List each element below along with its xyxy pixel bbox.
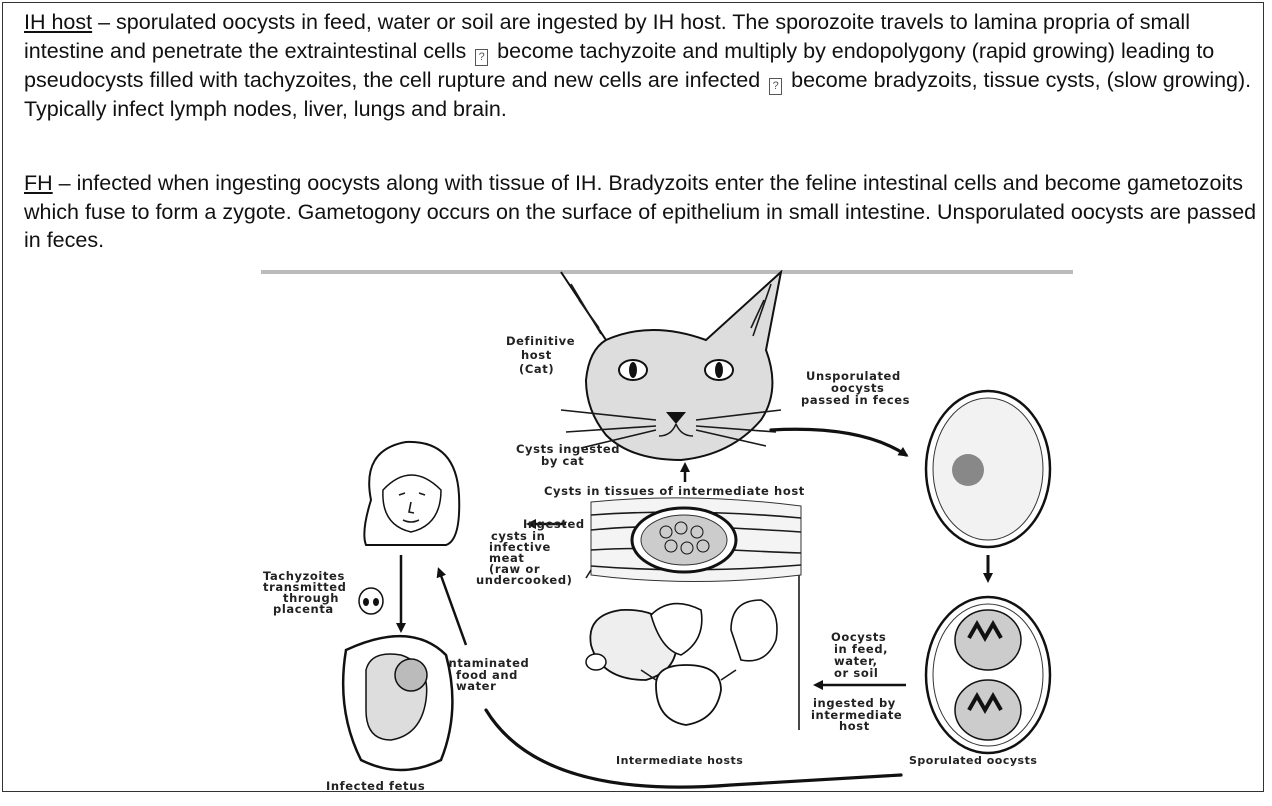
ih-host-paragraph: IH host – sporulated oocysts in feed, wa… — [24, 8, 1260, 123]
unsporulated-label-3: passed in feces — [801, 393, 910, 407]
human-head-illustration — [363, 440, 461, 546]
arrow-food-to-human — [436, 567, 468, 646]
cat-head-illustration — [560, 270, 783, 462]
ingested-cysts-label-4: meat — [489, 551, 524, 565]
missing-arrow-glyph-icon: ? — [475, 48, 489, 66]
cysts-in-tissues-label: Cysts in tissues of intermediate host — [544, 484, 805, 498]
arrow-cat-to-oocyst — [769, 427, 909, 457]
tachyzoite-cells-icon — [358, 587, 384, 615]
ih-text-part-2: become tachyzoite and multiply by endopo… — [24, 38, 1215, 92]
life-cycle-diagram: Definitive host (Cat) Unsporulated oocys… — [261, 270, 1073, 793]
unsporulated-label-2: oocysts — [831, 381, 885, 395]
ingested-by-label-3: host — [839, 719, 870, 733]
pointer-line — [585, 569, 592, 579]
ih-text-part-3: become bradyzoits, tissue cysts, (slow g… — [24, 67, 1252, 121]
ih-text-part-1: – sporulated oocysts in feed, water or s… — [24, 10, 1190, 63]
tissue-cyst-illustration — [590, 497, 802, 582]
infected-fetus-illustration — [341, 634, 454, 772]
unsporulated-label-1: Unsporulated — [806, 369, 901, 383]
tachyzoites-label-3: through — [283, 591, 339, 605]
bottom-cycle-curve — [484, 708, 903, 789]
sporulated-oocyst-illustration — [924, 595, 1052, 755]
oocysts-feed-label-1: Oocysts — [831, 630, 886, 644]
sporulated-oocysts-label: Sporulated oocysts — [909, 754, 1037, 767]
fh-text: – infected when ingesting oocysts along … — [24, 171, 1257, 252]
infected-fetus-label: Infected fetus — [326, 779, 425, 793]
oocysts-feed-label-3: water, — [834, 654, 878, 668]
missing-arrow-glyph-icon: ? — [769, 77, 783, 95]
contaminated-label-1: Contaminated — [431, 656, 529, 670]
cysts-ingested-label-2: by cat — [541, 454, 584, 468]
figure-top-rule — [261, 270, 1073, 274]
tachyzoites-label-4: placenta — [273, 602, 334, 616]
contaminated-label-3: water — [456, 679, 496, 693]
toxoplasma-life-cycle-figure: Definitive host (Cat) Unsporulated oocys… — [261, 270, 1073, 795]
tachyzoites-label-2: transmitted — [263, 580, 347, 594]
oocysts-feed-label-2: in feed, — [834, 642, 888, 656]
fh-paragraph: FH – infected when ingesting oocysts alo… — [24, 169, 1260, 255]
intermediate-hosts-illustration — [585, 599, 778, 726]
intermediate-hosts-label: Intermediate hosts — [616, 754, 743, 767]
ingested-by-label-2: intermediate — [811, 708, 902, 722]
definitive-host-label-3: (Cat) — [519, 362, 554, 376]
ih-host-term: IH host — [24, 10, 93, 34]
fh-term: FH — [24, 171, 53, 195]
definitive-host-label-1: Definitive — [506, 334, 575, 348]
ingested-cysts-label-6: undercooked) — [476, 573, 573, 587]
cysts-ingested-label-1: Cysts ingested — [516, 442, 620, 456]
unsporulated-oocyst-illustration — [924, 389, 1052, 549]
ingested-cysts-label-2: cysts in — [491, 529, 545, 543]
definitive-host-label-2: host — [521, 348, 552, 362]
ingested-by-label-1: ingested by — [813, 696, 896, 710]
oocysts-feed-label-4: or soil — [834, 666, 878, 680]
ingested-cysts-label-5: (raw or — [489, 562, 540, 576]
contaminated-label-2: food and — [456, 668, 518, 682]
tachyzoites-label-1: Tachyzoites — [263, 569, 345, 583]
ingested-cysts-label-3: infective — [489, 540, 551, 554]
ingested-cysts-label-1: Ingested — [523, 517, 585, 531]
